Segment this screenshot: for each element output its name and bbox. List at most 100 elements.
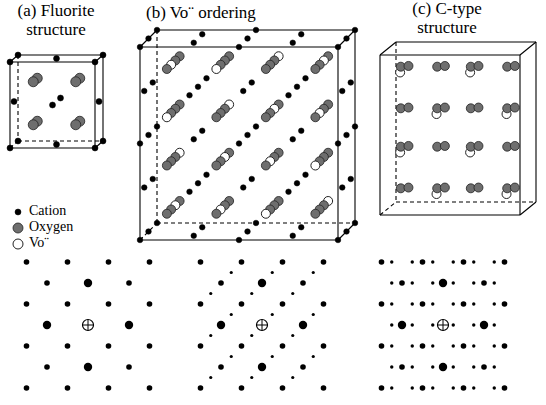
cell-edge bbox=[18, 140, 103, 141]
diffraction-spot bbox=[411, 365, 414, 368]
diffraction-spot bbox=[502, 259, 508, 265]
diffraction-spot bbox=[452, 323, 455, 326]
diffraction-spot bbox=[125, 321, 133, 329]
diffraction-spot bbox=[43, 321, 51, 329]
oxygen-atom bbox=[474, 141, 483, 150]
cation-atom bbox=[146, 229, 152, 235]
panel-title-text: (a) Fluorite structure bbox=[18, 1, 95, 39]
diffraction-spot bbox=[84, 363, 92, 371]
diffraction-spot bbox=[312, 313, 315, 316]
oxygen-atom bbox=[404, 61, 413, 70]
diffraction-spot bbox=[24, 259, 30, 265]
oxygen-atom bbox=[162, 161, 171, 170]
cation-atom bbox=[303, 172, 309, 178]
diffraction-spot bbox=[502, 343, 508, 349]
panel-title: (b) Vo¨ ordering bbox=[146, 4, 256, 23]
diffraction-spot bbox=[217, 321, 225, 329]
oxygen-atom bbox=[404, 183, 413, 192]
diffraction-spot bbox=[431, 260, 434, 263]
beam-cross bbox=[443, 320, 444, 331]
diffraction-spot bbox=[250, 376, 253, 379]
diffraction-spot bbox=[390, 260, 393, 263]
diffraction-spot bbox=[209, 376, 212, 379]
diffraction-spot bbox=[420, 301, 426, 307]
panel-title-text: (b) Vo¨ ordering bbox=[146, 3, 256, 22]
ordered-diffraction bbox=[198, 259, 327, 391]
oxygen-atom bbox=[28, 77, 38, 87]
cation-atom bbox=[154, 124, 160, 130]
diffraction-spot bbox=[84, 279, 92, 287]
diffraction-spot bbox=[439, 363, 447, 371]
cell-edge bbox=[396, 201, 536, 202]
legend-text: Cation bbox=[29, 203, 66, 218]
diffraction-spot bbox=[198, 385, 204, 391]
cation-atom bbox=[236, 141, 242, 147]
panel-title: (c) C-type structure bbox=[392, 0, 502, 37]
cation-atom bbox=[195, 84, 201, 90]
cation-atom bbox=[204, 172, 210, 178]
cation-atom bbox=[11, 99, 17, 105]
cation-atom bbox=[141, 88, 147, 94]
cell-edge bbox=[396, 41, 536, 42]
cation-atom bbox=[199, 128, 205, 134]
c-type-diffraction bbox=[379, 259, 508, 391]
diffraction-spot bbox=[461, 385, 467, 391]
cation-atom bbox=[344, 229, 350, 235]
diffraction-spot bbox=[106, 385, 112, 391]
diffraction-spot bbox=[472, 281, 475, 284]
diffraction-spot bbox=[452, 344, 455, 347]
diffraction-spot bbox=[147, 343, 153, 349]
oxygen-atom bbox=[440, 183, 449, 192]
fluorite-diffraction bbox=[24, 259, 153, 391]
cation-atom bbox=[154, 220, 160, 226]
diffraction-spot bbox=[239, 385, 245, 391]
diffraction-spot bbox=[411, 302, 414, 305]
diffraction-spot bbox=[379, 385, 385, 391]
diffraction-spot bbox=[258, 279, 266, 287]
diffraction-spot bbox=[493, 260, 496, 263]
cation-atom bbox=[298, 224, 304, 230]
cation-atom bbox=[298, 31, 304, 37]
oxygen-atom bbox=[474, 61, 483, 70]
oxygen-atom bbox=[28, 120, 38, 130]
diffraction-spot bbox=[472, 323, 475, 326]
diffraction-spot bbox=[502, 385, 508, 391]
legend-entry: Vo¨ bbox=[29, 235, 49, 250]
diffraction-spot bbox=[65, 259, 71, 265]
diffraction-spot bbox=[390, 386, 393, 389]
legend-entry: Cation bbox=[29, 203, 66, 218]
diffraction-spot bbox=[209, 334, 212, 337]
cell-edge bbox=[338, 223, 355, 240]
cell-edge bbox=[520, 42, 536, 55]
cell-edge bbox=[338, 30, 355, 47]
cation-atom bbox=[191, 136, 197, 142]
cation-atom bbox=[348, 80, 354, 86]
diffraction-spot bbox=[472, 365, 475, 368]
cation-atom bbox=[92, 145, 98, 151]
cation-atom bbox=[187, 189, 193, 195]
cation-atom bbox=[352, 124, 358, 130]
diffraction-spot bbox=[493, 323, 496, 326]
cation-atom bbox=[245, 36, 251, 42]
diffraction-spot bbox=[493, 344, 496, 347]
diffraction-spot bbox=[291, 334, 294, 337]
cell-edge bbox=[17, 55, 18, 141]
diffraction-spot bbox=[258, 363, 266, 371]
diffraction-spot bbox=[126, 364, 132, 370]
diffraction-spot bbox=[411, 260, 414, 263]
oxygen-atom bbox=[212, 209, 221, 218]
cation-atom bbox=[54, 56, 60, 62]
beam-ring bbox=[83, 320, 94, 331]
diffraction-spot bbox=[481, 364, 487, 370]
oxygen-atom bbox=[71, 77, 81, 87]
cation-atom bbox=[335, 237, 341, 243]
cation-atom bbox=[245, 132, 251, 138]
diffraction-spot bbox=[480, 321, 488, 329]
cell-edge bbox=[10, 61, 95, 62]
oxygen-atom bbox=[404, 103, 413, 112]
diffraction-spot bbox=[106, 259, 112, 265]
cation-atom bbox=[58, 95, 64, 101]
cell-edge bbox=[520, 202, 536, 215]
cell-edge bbox=[140, 30, 157, 47]
